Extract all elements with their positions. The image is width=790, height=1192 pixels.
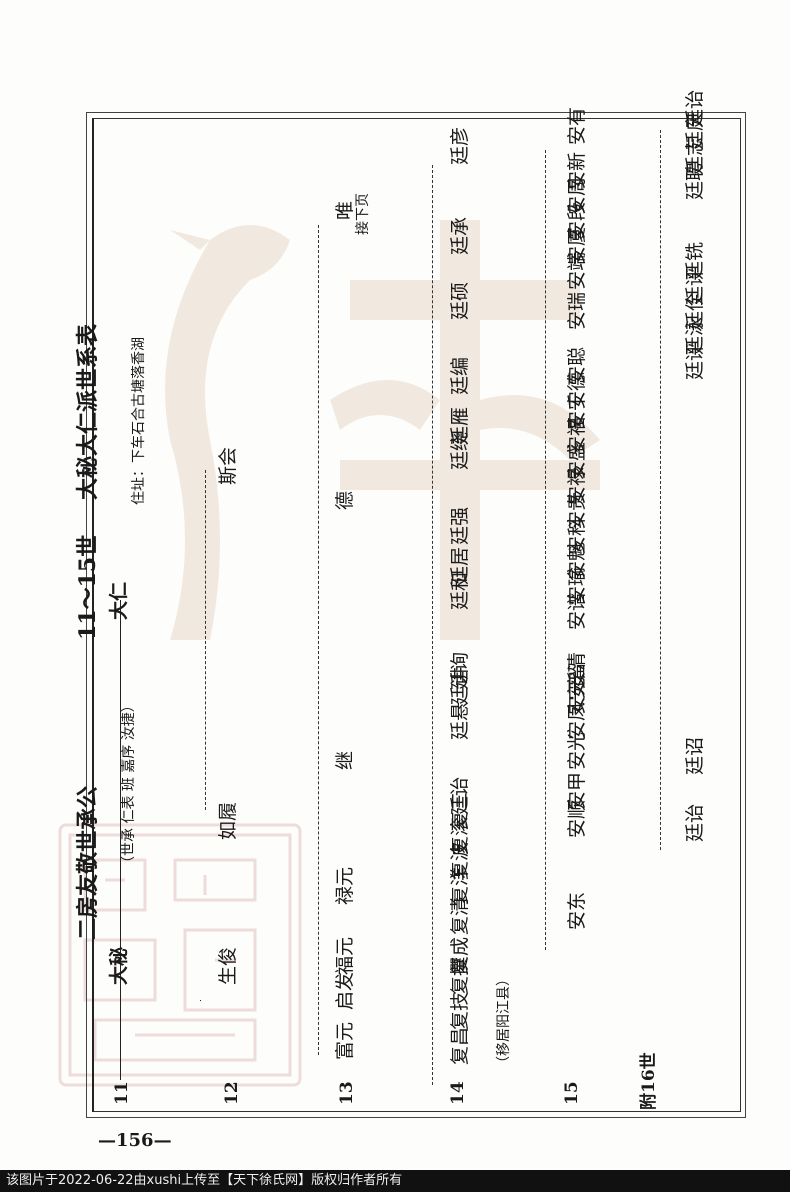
- ancestor-note: （世承 仁表 班 嘉序 汝捷）: [121, 698, 137, 870]
- gen-12-label: 12: [222, 1081, 242, 1105]
- gen-14-label: 14: [448, 1081, 468, 1105]
- name-15-anxin: 安新: [566, 151, 588, 190]
- name-14-tingqiang: 廷强: [449, 506, 471, 545]
- name-14-fuchang: 复昌: [449, 1026, 471, 1065]
- name-14-tingxun: 廷询: [449, 651, 471, 690]
- name-13-ji: 继: [334, 750, 356, 770]
- name-12-shengjun: 生俊: [217, 946, 239, 985]
- name-15-anyou: 安有: [566, 106, 588, 145]
- name-15-ancong: 安聪: [566, 346, 588, 385]
- heading-middle: 11～15世: [75, 534, 101, 640]
- gen-13-label: 13: [337, 1081, 357, 1105]
- name-14-tingju: 廷居: [449, 546, 471, 585]
- branch-14: [432, 165, 433, 1085]
- name-16-tingzhao: 廷诏: [684, 736, 706, 775]
- collector-seal: [58, 823, 302, 1087]
- heading-left: 二房友敬世承公: [75, 785, 101, 940]
- name-14-tingbian: 廷编: [449, 356, 471, 395]
- name-14-tingcheng: 廷承: [449, 216, 471, 255]
- branch-13: [318, 225, 319, 1055]
- branch-16: [660, 130, 661, 850]
- branch-12: [205, 470, 206, 810]
- name-15-andong: 安东: [566, 891, 588, 930]
- residence-note: 住址：下车石合古塘落香湖: [131, 337, 147, 505]
- gen-11-guide: [120, 600, 121, 1080]
- branch-line: [200, 1000, 201, 1001]
- relocation-note: （移居阳江县）: [496, 972, 512, 1070]
- name-16-tingyi2: 廷诒: [684, 89, 706, 128]
- name-14-fuji: 复技: [449, 991, 471, 1030]
- name-11-dami: 大秘: [108, 946, 130, 985]
- name-14-tingyan2: 廷彦: [449, 126, 471, 165]
- name-14-tingshuo: 廷硕: [449, 281, 471, 320]
- watermark-logo: [165, 220, 600, 640]
- name-13-de: 德: [334, 490, 356, 510]
- continued-note: 接下页: [355, 193, 371, 235]
- upload-footer: 该图片于2022-06-22由xushi上传至【天下徐氏网】版权归作者所有: [0, 1170, 790, 1192]
- gen-16-label: 附16世: [639, 1052, 659, 1110]
- name-11-daren: 大仁: [108, 581, 130, 620]
- gen-15-label: 15: [562, 1081, 582, 1105]
- name-12-rulv: 如履: [217, 801, 239, 840]
- name-15-anrui: 安瑞: [566, 291, 588, 330]
- name-13-fuyuan2: 福元: [334, 936, 356, 975]
- table-outer-frame: [86, 112, 746, 1118]
- name-14-tingyan: 廷雁: [449, 406, 471, 445]
- name-12-sihui: 斯会: [217, 446, 239, 485]
- name-14-tingxuan: 廷悬: [449, 701, 471, 740]
- name-15-anjia: 安甲: [566, 771, 588, 810]
- name-13-fuyuan: 富元: [334, 1021, 356, 1060]
- name-16-tingyi: 廷诒: [684, 803, 706, 842]
- name-14-fucheng: 复成: [449, 936, 471, 975]
- name-15-anqing: 安清: [566, 651, 588, 690]
- name-14-tingyi: 廷诒: [449, 776, 471, 815]
- name-13-qifa: 启发: [334, 971, 356, 1010]
- name-16-tingxian: 廷铣: [684, 241, 706, 280]
- gen-11-label: 11: [112, 1081, 132, 1105]
- name-13-luyuan: 禄元: [334, 866, 356, 905]
- table-frame: [92, 118, 741, 1112]
- branch-15: [545, 150, 546, 950]
- heading-right: 大秘大仁派世系表: [75, 323, 101, 500]
- page-number: —156—: [98, 1130, 172, 1151]
